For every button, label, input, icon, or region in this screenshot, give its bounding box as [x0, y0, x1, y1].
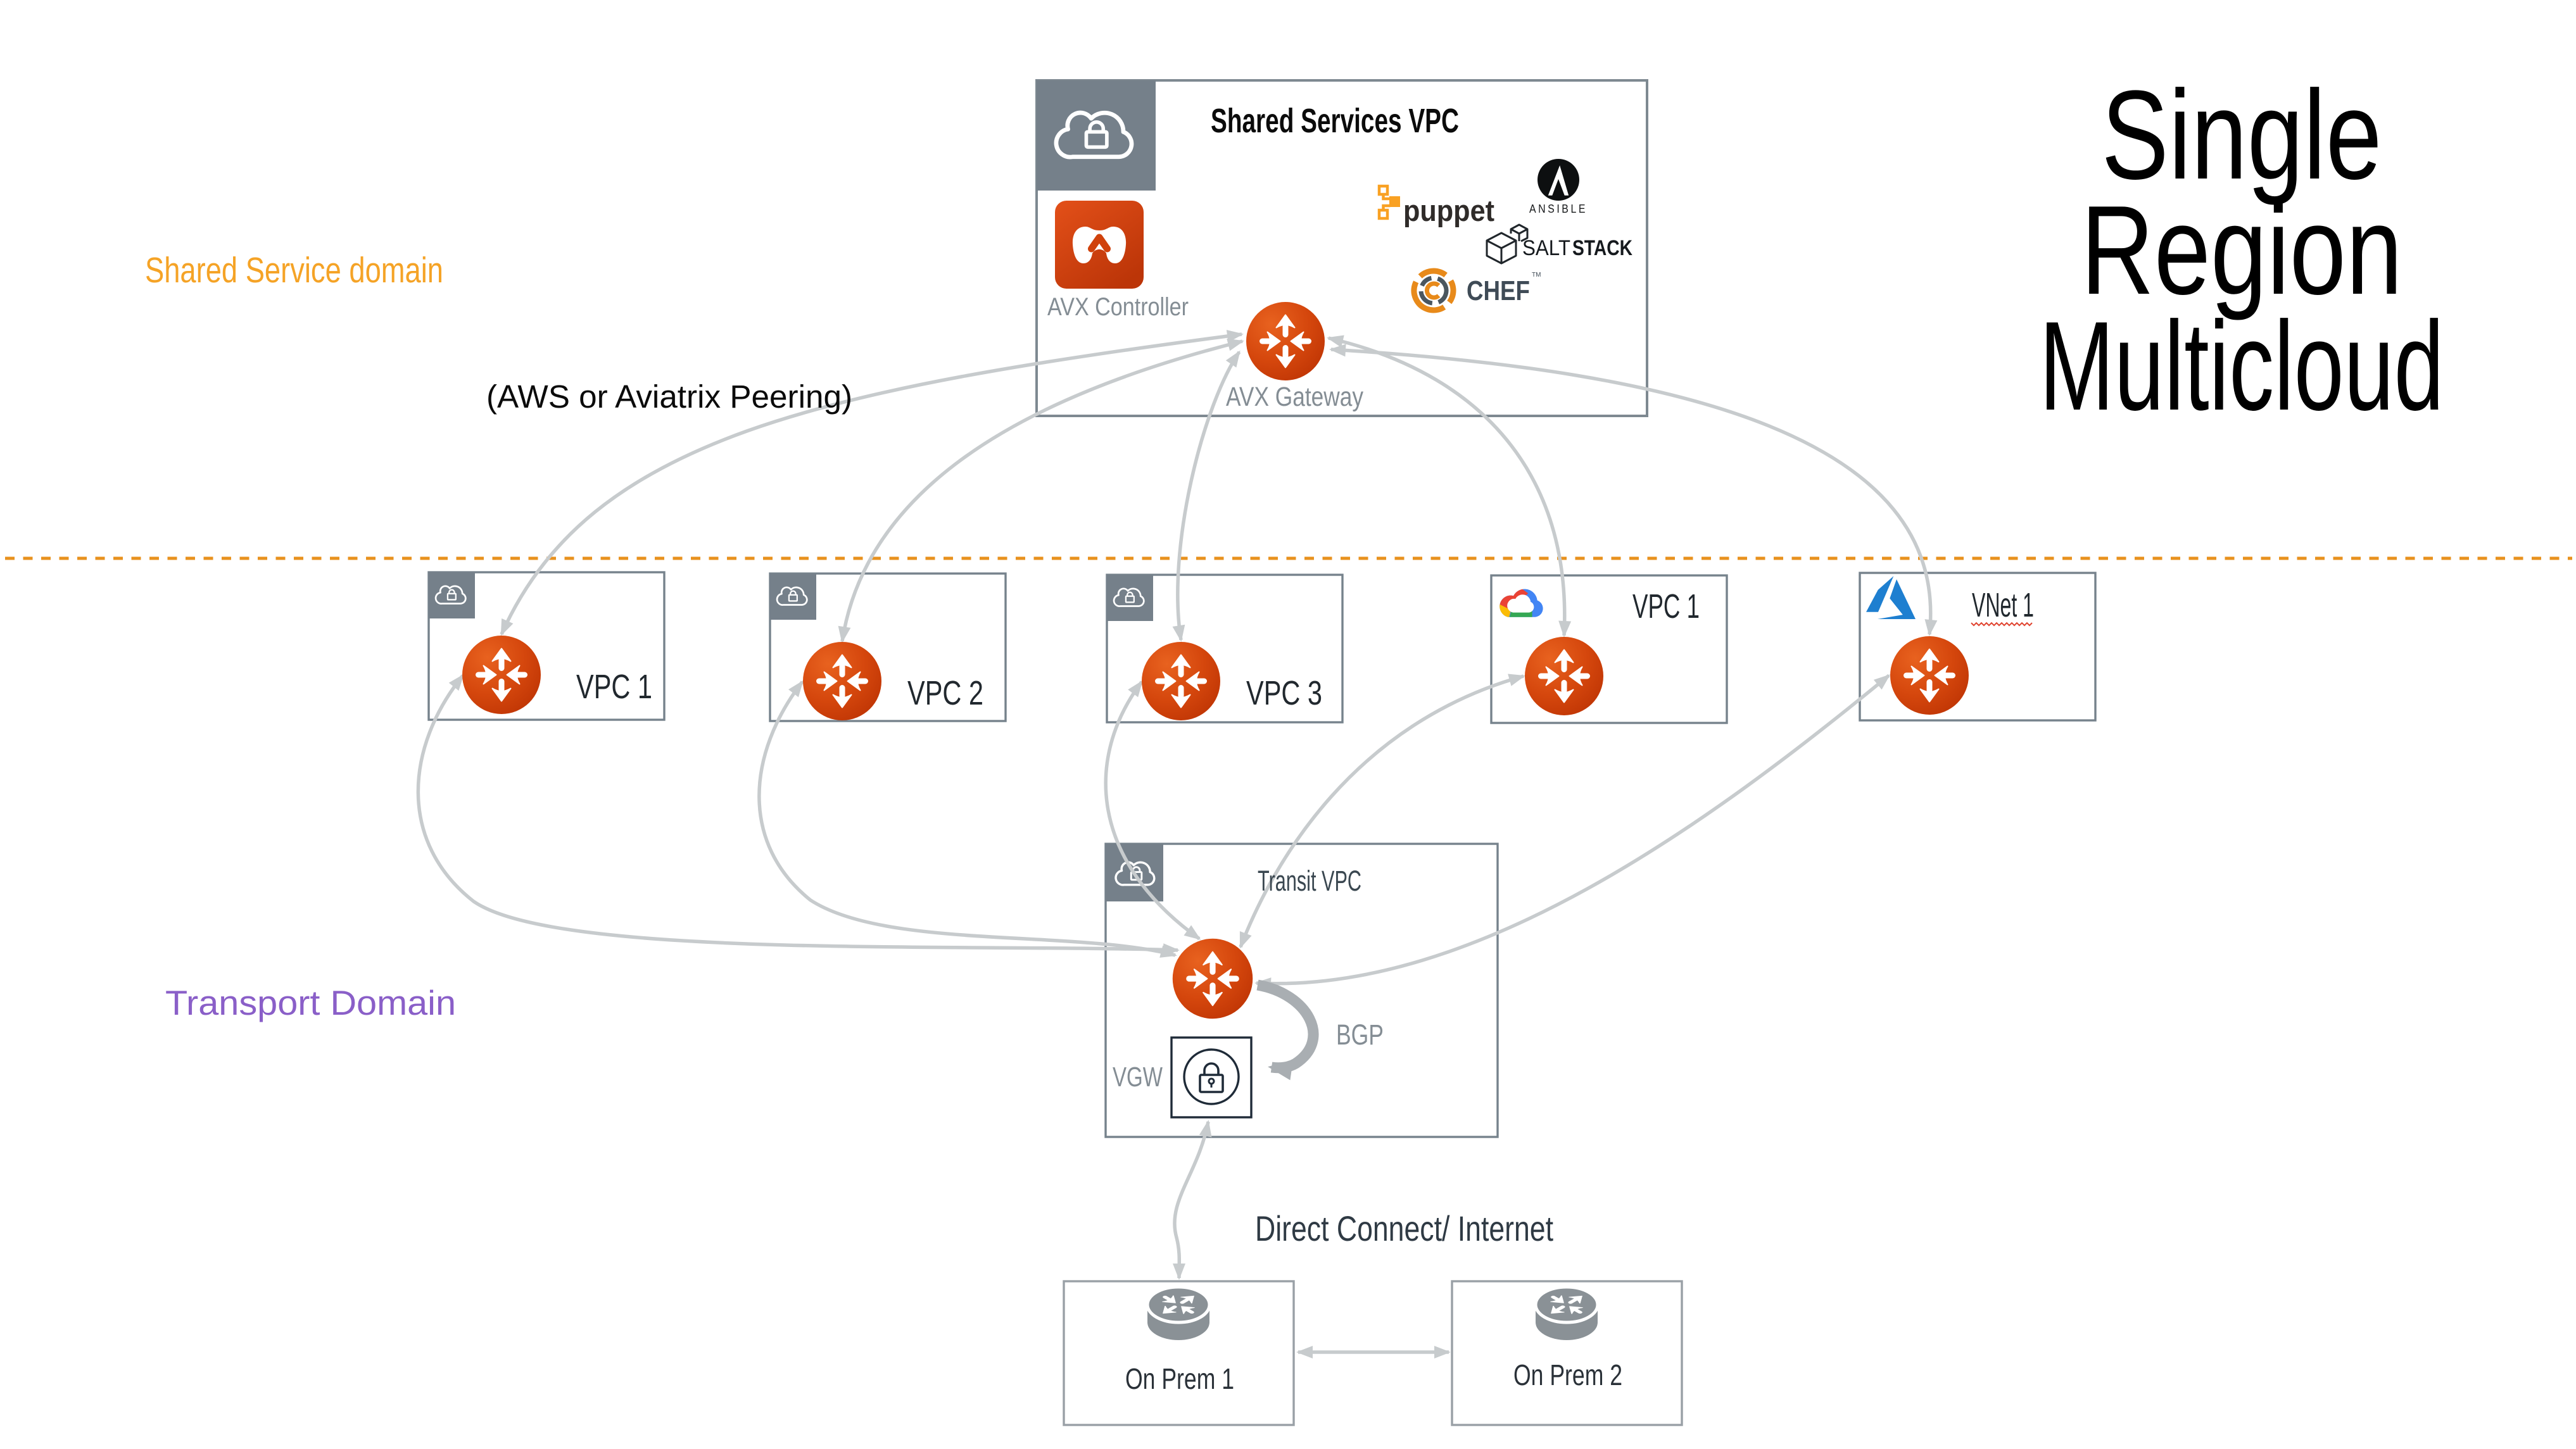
svg-text:AVX Gateway: AVX Gateway — [1226, 382, 1363, 412]
svg-text:VGW: VGW — [1113, 1062, 1163, 1093]
svg-text:ANSIBLE: ANSIBLE — [1529, 203, 1588, 215]
svg-text:VNet 1: VNet 1 — [1972, 586, 2034, 624]
svg-text:Direct Connect/ Internet: Direct Connect/ Internet — [1255, 1208, 1553, 1248]
svg-text:Transit VPC: Transit VPC — [1258, 865, 1361, 897]
svg-text:Transport Domain: Transport Domain — [165, 983, 456, 1022]
svg-text:VPC 1: VPC 1 — [1632, 587, 1700, 625]
svg-text:Multicloud: Multicloud — [2040, 296, 2444, 437]
svg-text:VPC 3: VPC 3 — [1246, 674, 1322, 712]
svg-text:TM: TM — [1532, 272, 1541, 279]
svg-text:(AWS or Aviatrix Peering): (AWS or Aviatrix Peering) — [486, 379, 852, 415]
svg-text:CHEF: CHEF — [1467, 275, 1530, 306]
svg-text:Shared Services VPC: Shared Services VPC — [1211, 102, 1459, 140]
svg-text:puppet: puppet — [1403, 194, 1494, 227]
svg-text:Single: Single — [2102, 65, 2382, 206]
svg-text:On Prem 1: On Prem 1 — [1125, 1362, 1234, 1395]
svg-text:VPC 1: VPC 1 — [576, 668, 652, 706]
svg-text:Region: Region — [2081, 180, 2402, 321]
svg-text:BGP: BGP — [1336, 1019, 1384, 1051]
svg-text:AVX Controller: AVX Controller — [1047, 293, 1189, 321]
svg-text:On Prem 2: On Prem 2 — [1513, 1358, 1622, 1391]
svg-text:Shared Service domain: Shared Service domain — [145, 250, 443, 291]
svg-text:VPC 2: VPC 2 — [907, 674, 983, 712]
svg-text:STACK: STACK — [1572, 236, 1632, 260]
svg-text:SALT: SALT — [1522, 236, 1570, 260]
